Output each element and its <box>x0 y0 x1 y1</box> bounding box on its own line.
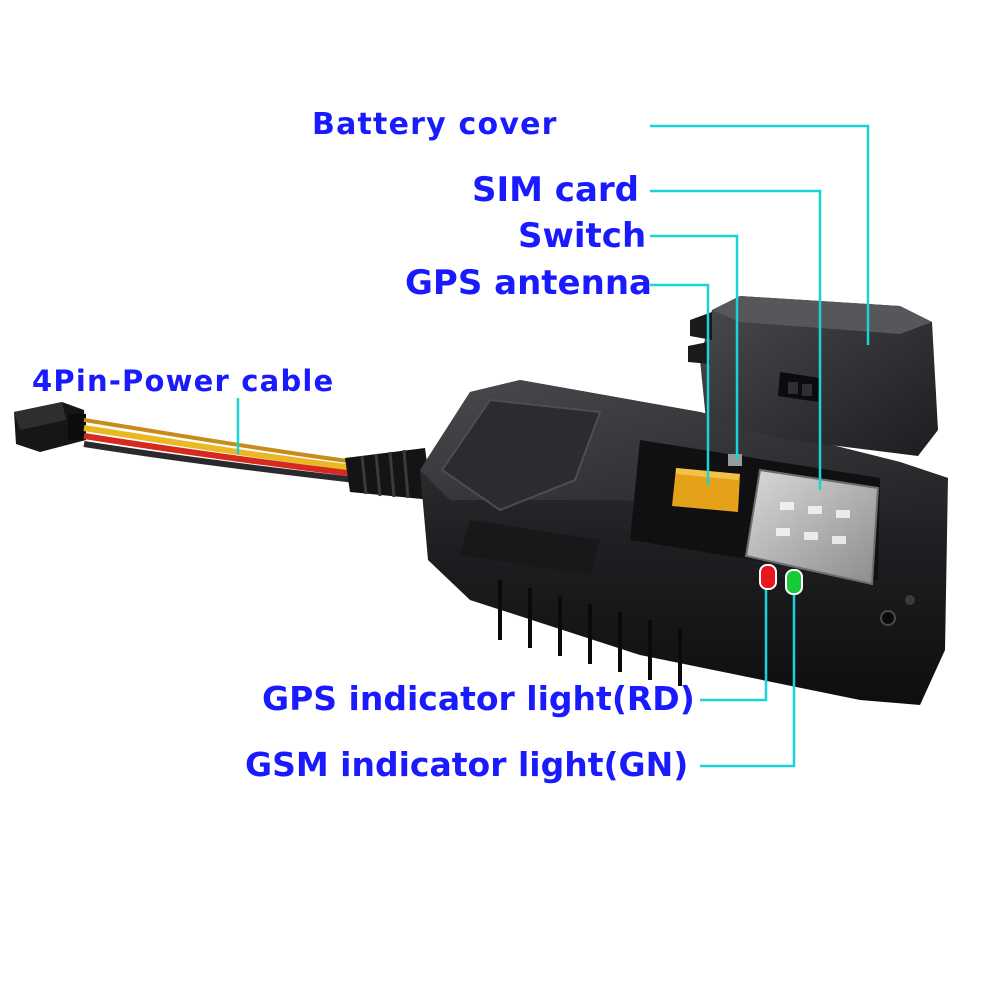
gps-indicator-label: GPS indicator light(RD) <box>262 679 695 718</box>
gsm-indicator-leader <box>700 595 796 768</box>
power-cable-label: 4Pin-Power cable <box>32 364 335 398</box>
cable-strain-relief <box>345 448 432 500</box>
switch-part <box>728 454 742 466</box>
battery-cover-label: Battery cover <box>312 107 558 142</box>
power-wires <box>83 418 356 483</box>
sim-card-label: SIM card <box>472 170 640 210</box>
sim-card-leader <box>650 189 822 490</box>
switch-leader <box>650 234 739 460</box>
sim-card-tray <box>744 468 880 586</box>
gps-led-red <box>759 564 777 590</box>
battery-cover-leader <box>650 124 870 345</box>
gsm-indicator-label: GSM indicator light(GN) <box>245 745 689 784</box>
gps-antenna-patch <box>672 468 740 512</box>
switch-label: Switch <box>518 216 647 256</box>
battery-cover-part <box>688 296 938 456</box>
gps-antenna-leader <box>650 283 710 485</box>
gps-antenna-label: GPS antenna <box>405 263 652 303</box>
leader-lines <box>236 124 870 768</box>
gps-indicator-leader <box>700 590 768 702</box>
gsm-led-green <box>785 569 803 595</box>
led-indicators <box>759 564 803 595</box>
connector-plug <box>14 402 86 452</box>
